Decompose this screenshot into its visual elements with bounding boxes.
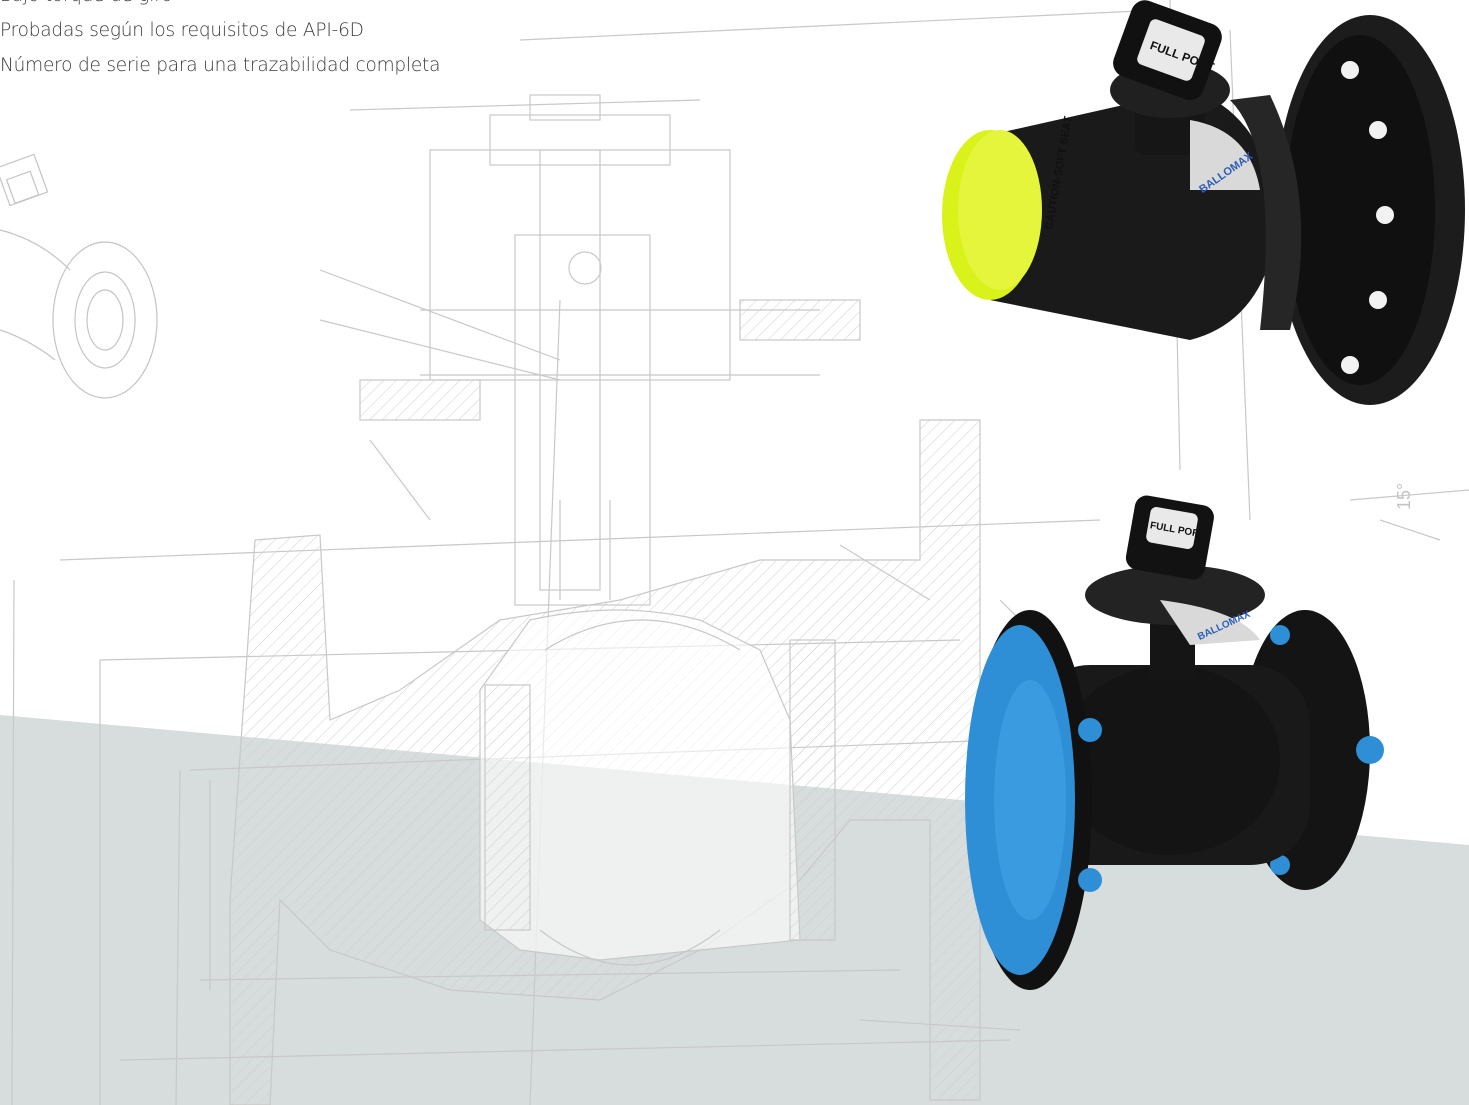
feature-item-low-torque: Bajo torque de giro [0,0,440,13]
valve-photo-yellow-cap: FULL PORT BALLOMAX CAUTION-SOFT SEAT [942,0,1465,405]
feature-list: Bajo torque de giro Probadas según los r… [0,0,440,83]
feature-item-api-6d: Probadas según los requisitos de API-6D [0,20,364,41]
feature-item-serial-number: Número de serie para una trazabilidad co… [0,55,441,76]
angle-label: 15° [1394,483,1414,510]
valve-photo-blue-caps: FULL PORT BALLOMAX [965,495,1384,990]
